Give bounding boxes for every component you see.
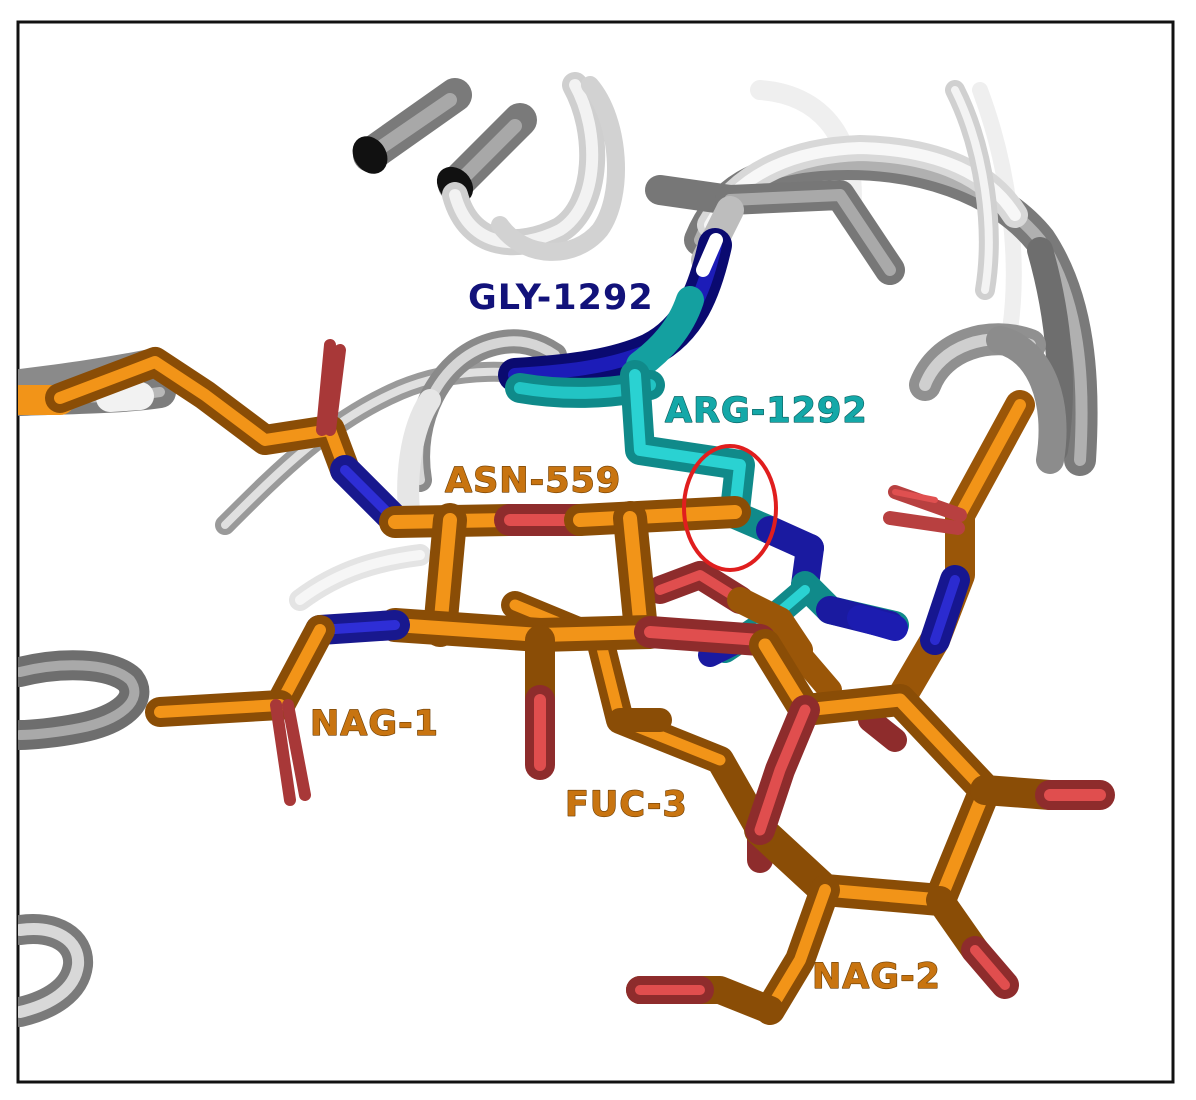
residue-nag-1	[145, 501, 776, 806]
residue-right-side-chain	[883, 390, 1035, 715]
label-nag-1: NAG-1	[310, 704, 439, 744]
label-nag-2: NAG-2	[812, 957, 941, 997]
tube-end-cap	[352, 136, 388, 174]
label-fuc-3: FUC-3	[565, 785, 688, 825]
label-asn-559: ASN-559	[445, 461, 621, 501]
interaction-highlight-circle	[682, 444, 778, 572]
residue-nag-2	[626, 629, 1115, 1025]
protein-backbone	[18, 72, 1098, 1027]
label-arg-1292: ARG-1292	[665, 391, 868, 431]
label-gly-1292: GLY-1292	[468, 278, 654, 318]
